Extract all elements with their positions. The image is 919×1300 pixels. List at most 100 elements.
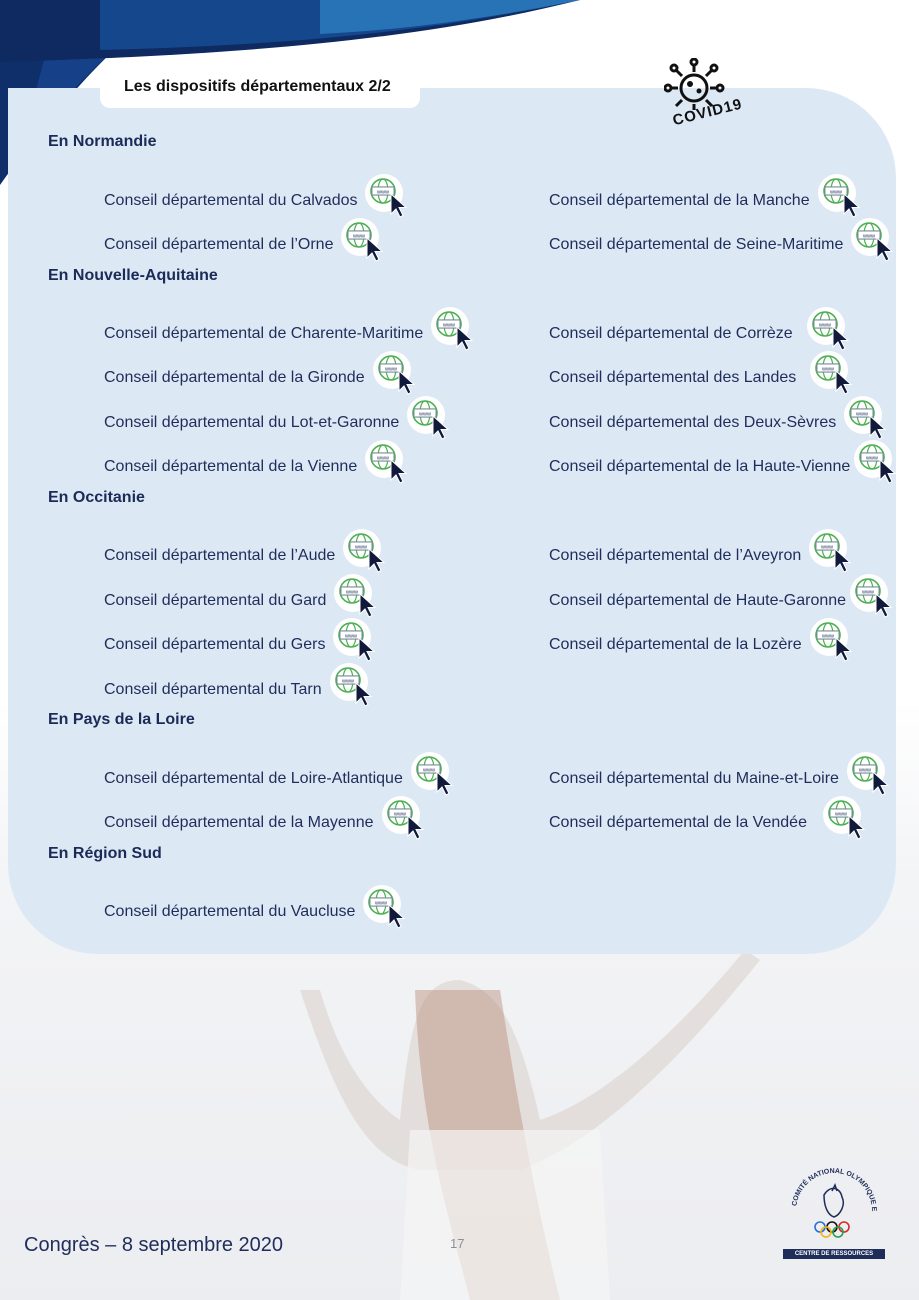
page-number: 17 [450,1236,465,1251]
link-label: Conseil départemental de Seine-Maritime [549,236,844,253]
svg-text:www: www [376,456,389,462]
link-label: Conseil départemental du Gard [104,592,327,609]
cnosf-logo: COMITÉ NATIONAL OLYMPIQUE ET SPORTIF FRA… [780,1155,877,1238]
svg-text:www: www [821,367,834,373]
region-heading-normandie: En Normandie [48,133,157,150]
link-vaucluse[interactable]: Conseil départemental du Vaucluse www [104,885,407,935]
www-globe-cursor-icon[interactable]: www [429,305,475,351]
header-swoosh-decoration [0,0,580,185]
cnosf-logo-text: COMITÉ NATIONAL OLYMPIQUE ET SPORTIF FRA… [780,1155,877,1212]
www-globe-cursor-icon[interactable]: www [409,750,455,796]
link-vienne[interactable]: Conseil départemental de la Vienne www [104,440,409,490]
svg-text:www: www [374,901,387,907]
link-label: Conseil départemental de la Mayenne [104,814,374,831]
svg-text:www: www [858,768,871,774]
link-tarn[interactable]: Conseil départemental du Tarn www [104,663,374,713]
svg-text:www: www [393,812,406,818]
title-tab [100,68,420,108]
www-globe-cursor-icon[interactable]: www [332,572,378,618]
region-heading-nouvelle-aquitaine: En Nouvelle-Aquitaine [48,267,218,284]
region-heading-region-sud: En Région Sud [48,845,162,862]
svg-text:www: www [377,190,390,196]
www-globe-cursor-icon[interactable]: www [808,616,854,662]
www-globe-cursor-icon[interactable]: www [852,438,898,484]
link-orne[interactable]: Conseil départemental de l’Orne www [104,218,385,268]
link-label: Conseil départemental de Charente-Mariti… [104,325,424,342]
link-label: Conseil départemental du Gers [104,636,326,653]
link-lot-et-garonne[interactable]: Conseil départemental du Lot-et-Garonne w… [104,396,451,446]
svg-text:www: www [442,323,455,329]
link-haute-garonne[interactable]: Conseil départemental de Haute-Garonne ww… [549,574,894,624]
link-aude[interactable]: Conseil départemental de l’Aude www [104,529,387,579]
link-label: Conseil départemental de la Lozère [549,636,802,653]
link-label: Conseil départemental du Lot-et-Garonne [104,414,400,431]
www-globe-cursor-icon[interactable]: www [331,616,377,662]
svg-text:www: www [818,323,831,329]
link-label: Conseil départemental de Loire-Atlantiqu… [104,770,403,787]
svg-text:www: www [418,412,431,418]
link-label: Conseil départemental du Tarn [104,681,322,698]
link-vendee[interactable]: Conseil départemental de la Vendée www [549,796,867,846]
www-globe-cursor-icon[interactable]: www [341,527,387,573]
www-globe-cursor-icon[interactable]: www [849,216,895,262]
link-seine-maritime[interactable]: Conseil départemental de Seine-Maritime w… [549,218,895,268]
link-label: Conseil départemental de l’Aveyron [549,547,802,564]
www-globe-cursor-icon[interactable]: www [361,883,407,929]
www-globe-cursor-icon[interactable]: www [821,794,867,840]
svg-text:www: www [865,456,878,462]
www-globe-cursor-icon[interactable]: www [848,572,894,618]
link-gers[interactable]: Conseil départemental du Gers www [104,618,377,668]
link-label: Conseil départemental du Maine-et-Loire [549,770,839,787]
link-label: Conseil départemental de l’Aude [104,547,336,564]
svg-text:www: www [861,590,874,596]
www-globe-cursor-icon[interactable]: www [845,750,891,796]
link-label: Conseil départemental de la Vienne [104,458,358,475]
link-label: Conseil départemental de l’Orne [104,236,334,253]
www-globe-cursor-icon[interactable]: www [805,305,851,351]
link-deux-sevres[interactable]: Conseil départemental des Deux-Sèvres www [549,396,888,446]
link-aveyron[interactable]: Conseil départemental de l’Aveyron www [549,529,853,579]
svg-text:www: www [384,367,397,373]
link-landes[interactable]: Conseil départemental des Landes www [549,351,854,401]
www-globe-cursor-icon[interactable]: www [816,172,862,218]
www-globe-cursor-icon[interactable]: www [339,216,385,262]
link-loire-atlantique[interactable]: Conseil départemental de Loire-Atlantiqu… [104,752,455,802]
link-lozere[interactable]: Conseil départemental de la Lozère www [549,618,854,668]
www-globe-cursor-icon[interactable]: www [808,349,854,395]
svg-text:www: www [422,768,435,774]
link-label: Conseil départemental des Deux-Sèvres [549,414,837,431]
link-label: Conseil départemental de la Haute-Vienne [549,458,851,475]
region-heading-pays-de-la-loire: En Pays de la Loire [48,711,195,728]
content-panel [8,88,896,954]
www-globe-cursor-icon[interactable]: www [371,349,417,395]
link-label: Conseil départemental de la Vendée [549,814,807,831]
www-globe-cursor-icon[interactable]: www [405,394,451,440]
www-globe-cursor-icon[interactable]: www [363,438,409,484]
link-gard[interactable]: Conseil départemental du Gard www [104,574,378,624]
svg-text:www: www [834,812,847,818]
link-maine-et-loire[interactable]: Conseil départemental du Maine-et-Loire w… [549,752,891,802]
link-label: Conseil départemental de Haute-Garonne [549,592,847,609]
svg-text:www: www [829,190,842,196]
www-globe-cursor-icon[interactable]: www [380,794,426,840]
virus-icon [664,58,725,110]
svg-text:www: www [345,590,358,596]
link-label: Conseil départemental du Vaucluse [104,903,356,920]
www-globe-cursor-icon[interactable]: www [807,527,853,573]
www-globe-cursor-icon[interactable]: www [363,172,409,218]
link-mayenne[interactable]: Conseil départemental de la Mayenne www [104,796,426,846]
link-label: Conseil départemental de Corrèze [549,325,793,342]
link-haute-vienne[interactable]: Conseil départemental de la Haute-Vienne… [549,440,898,490]
svg-text:COMITÉ NATIONAL OLYMPIQUE ET S: COMITÉ NATIONAL OLYMPIQUE ET SPORTIF FRA… [780,1155,877,1212]
www-globe-cursor-icon[interactable]: www [328,661,374,707]
svg-text:www: www [344,634,357,640]
region-heading-occitanie: En Occitanie [48,489,145,506]
link-correze[interactable]: Conseil départemental de Corrèze www [549,307,851,357]
link-charente-maritime[interactable]: Conseil départemental de Charente-Mariti… [104,307,475,357]
www-globe-cursor-icon[interactable]: www [842,394,888,440]
link-label: Conseil départemental des Landes [549,369,797,386]
event-date: Congrès – 8 septembre 2020 [24,1234,284,1256]
